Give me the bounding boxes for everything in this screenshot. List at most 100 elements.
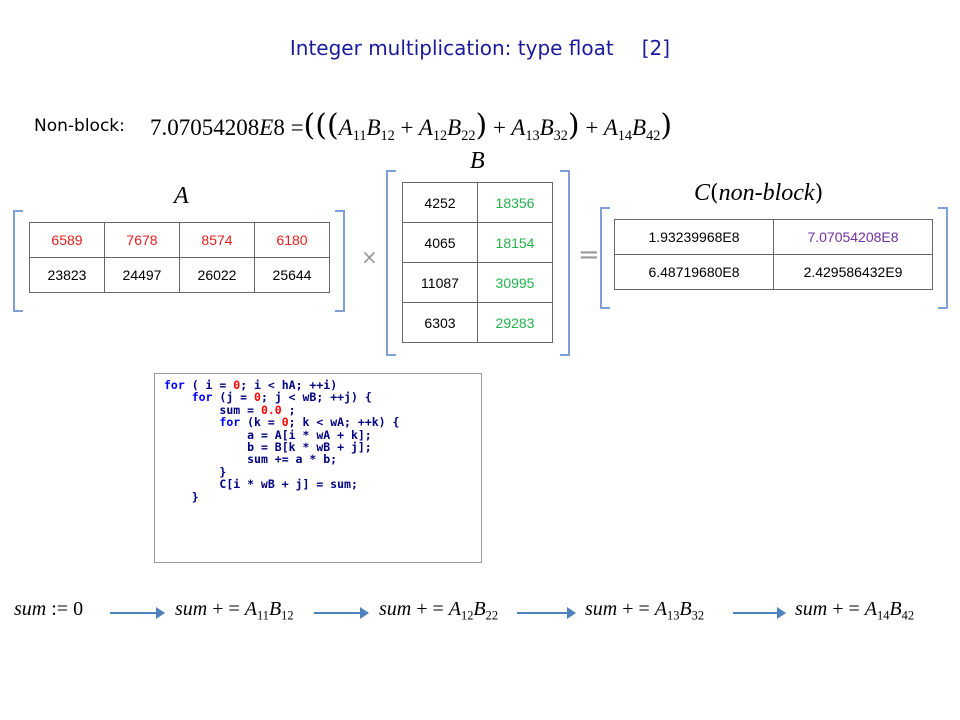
matrix-a-cell: 6589 — [29, 222, 105, 258]
seq-asub: 12 — [461, 608, 474, 623]
matrix-a: 6589 7678 8574 6180 23823 24497 26022 25… — [29, 222, 330, 293]
code-text: C[i * wB + j] = sum; — [219, 477, 358, 492]
code-text: ; — [281, 402, 296, 417]
seq-b: B — [889, 598, 902, 620]
matrix-a-row: 23823 24497 26022 25644 — [29, 257, 330, 293]
matrix-b-row: 4065 18154 — [402, 222, 553, 263]
title-text: Integer multiplication: type float — [289, 36, 614, 60]
matrix-b-left-bracket — [386, 170, 396, 356]
matrix-b-right-bracket — [560, 170, 570, 356]
seq-arrow — [733, 607, 786, 619]
seq-arrow — [517, 607, 576, 619]
seq-a: A — [244, 598, 258, 620]
eq-sign: = — [290, 115, 304, 140]
matrix-c: 1.93239968E8 7.07054208E8 6.48719680E8 2… — [614, 219, 933, 290]
matrix-b-cell: 4252 — [402, 182, 478, 223]
seq-asub: 11 — [257, 608, 269, 623]
code-text: } — [191, 489, 199, 504]
eq-value: 7.07054208 — [150, 115, 260, 140]
eq-t2-bsub: 22 — [461, 127, 476, 144]
code-line: } — [164, 465, 226, 479]
seq-bsub: 32 — [691, 608, 705, 623]
eq-t3-bsub: 32 — [553, 127, 568, 144]
matrix-b-row: 4252 18356 — [402, 182, 553, 223]
matrix-a-left-bracket — [13, 210, 23, 312]
seq-step-1: sum + = A11B12 — [175, 598, 294, 623]
code-line: a = A[i * wA + k]; — [164, 428, 372, 442]
eq-t3-asub: 13 — [525, 127, 540, 144]
code-line: } — [164, 490, 199, 504]
code-text: (k = — [240, 415, 282, 430]
seq-asub: 13 — [667, 608, 680, 623]
code-line: b = B[k * wB + j]; — [164, 440, 372, 454]
seq-var: sum — [795, 598, 828, 620]
eq-t1-a: A — [338, 115, 353, 140]
label-c-name: C — [694, 180, 711, 206]
matrix-a-cell: 23823 — [29, 257, 105, 293]
code-text: ; j < wB; ++j) { — [260, 390, 372, 405]
times-operator: × — [361, 245, 378, 269]
seq-step-3: sum + = A13B32 — [585, 598, 705, 623]
eq-t2-asub: 12 — [432, 127, 448, 144]
seq-step-0: sum := 0 — [14, 598, 83, 621]
code-text: ; k < wA; ++k) { — [288, 415, 400, 430]
title-tag: [2] — [641, 36, 671, 60]
code-text: a = A[i * wA + k]; — [247, 427, 372, 442]
seq-arrow — [110, 607, 165, 619]
seq-var: sum — [14, 598, 47, 620]
eq-exp-num: 8 — [273, 115, 285, 140]
nonblock-equation: 7.07054208E8 =(((A11B12 + A12B22) + A13B… — [150, 108, 673, 144]
eq-t2-b: B — [447, 115, 462, 140]
seq-op: := — [46, 598, 74, 620]
code-text: } — [219, 464, 227, 479]
matrix-c-left-bracket — [600, 207, 610, 309]
label-b: B — [470, 148, 485, 174]
eq-t1-bsub: 12 — [380, 127, 395, 144]
matrix-a-cell: 6180 — [254, 222, 330, 258]
seq-arrow — [314, 607, 369, 619]
code-text: b = B[k * wB + j]; — [247, 440, 372, 455]
matrix-b-cell: 30995 — [477, 262, 553, 303]
matrix-a-cell: 8574 — [179, 222, 255, 258]
eq-t4-bsub: 42 — [646, 127, 661, 144]
nonblock-label: Non-block: — [34, 116, 125, 136]
code-number: 0 — [281, 415, 289, 430]
code-text: sum = — [219, 402, 261, 417]
code-number: 0 — [254, 390, 261, 405]
matrix-c-cell: 7.07054208E8 — [773, 219, 933, 255]
matrix-c-right-bracket — [938, 207, 948, 309]
matrix-b-cell: 18356 — [477, 182, 553, 223]
matrix-a-cell: 24497 — [104, 257, 180, 293]
matrix-c-row: 1.93239968E8 7.07054208E8 — [614, 219, 933, 255]
matrix-b-cell: 4065 — [402, 222, 478, 263]
matrix-c-cell: 1.93239968E8 — [614, 219, 774, 255]
code-text: (j = — [212, 390, 255, 405]
seq-bsub: 12 — [281, 608, 294, 623]
eq-exp: E — [259, 115, 274, 140]
eq-t4-asub: 14 — [617, 127, 633, 144]
code-number: 0 — [233, 378, 241, 392]
seq-var: sum — [379, 598, 412, 620]
code-line: for ( i = 0; i < hA; ++i) — [164, 378, 337, 392]
seq-b: B — [679, 598, 692, 620]
matrix-b-row: 6303 29283 — [402, 302, 553, 343]
matrix-b: 4252 18356 4065 18154 11087 30995 6303 2… — [402, 182, 553, 343]
code-line: for (k = 0; k < wA; ++k) { — [164, 415, 399, 429]
matrix-b-cell: 29283 — [477, 302, 553, 343]
seq-var: sum — [175, 598, 208, 620]
seq-a: A — [654, 598, 668, 620]
label-c-arg: non-block — [718, 180, 815, 206]
matrix-c-row: 6.48719680E8 2.429586432E9 — [614, 254, 933, 290]
eq-t3-b: B — [539, 115, 554, 140]
seq-step-2: sum + = A12B22 — [379, 598, 498, 623]
code-number: 0.0 — [260, 402, 282, 417]
matrix-a-cell: 26022 — [179, 257, 255, 293]
code-keyword: for — [191, 390, 213, 405]
eq-t1-b: B — [366, 115, 381, 140]
eq-t1-asub: 11 — [352, 127, 367, 144]
code-line: sum = 0.0 ; — [164, 402, 296, 417]
matrix-a-row: 6589 7678 8574 6180 — [29, 222, 330, 258]
eq-t4-b: B — [632, 115, 647, 140]
label-c: C(non-block) — [694, 180, 824, 206]
seq-op: + = — [827, 598, 865, 620]
